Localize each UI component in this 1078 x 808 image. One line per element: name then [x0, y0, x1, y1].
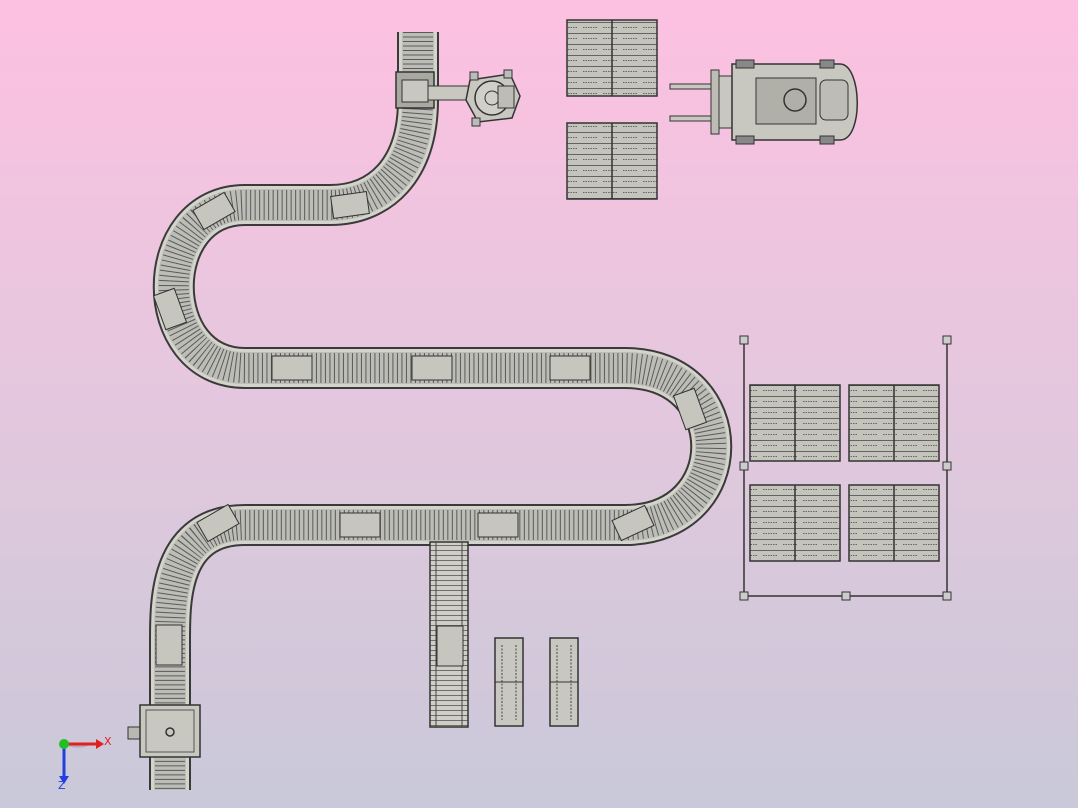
- forklift-truck[interactable]: [669, 59, 858, 145]
- rack-pallet[interactable]: [848, 484, 940, 562]
- rack-pallet[interactable]: [749, 384, 841, 462]
- axis-triad: X Z: [58, 735, 112, 792]
- infeed-unit[interactable]: [127, 704, 201, 758]
- empty-pallet-2[interactable]: [549, 637, 579, 727]
- palletizing-robot[interactable]: [395, 69, 521, 127]
- pallet-storage-rack[interactable]: [739, 335, 952, 601]
- pallet-top-2[interactable]: [566, 122, 658, 200]
- x-axis-label: X: [104, 735, 112, 748]
- rack-pallet[interactable]: [749, 484, 841, 562]
- empty-pallet-1[interactable]: [494, 637, 524, 727]
- case-on-conveyor[interactable]: [152, 191, 708, 667]
- rack-pallet[interactable]: [848, 384, 940, 462]
- pallet-top-1[interactable]: [566, 19, 658, 97]
- y-axis-dot: [59, 739, 69, 749]
- z-axis-label: Z: [58, 779, 66, 792]
